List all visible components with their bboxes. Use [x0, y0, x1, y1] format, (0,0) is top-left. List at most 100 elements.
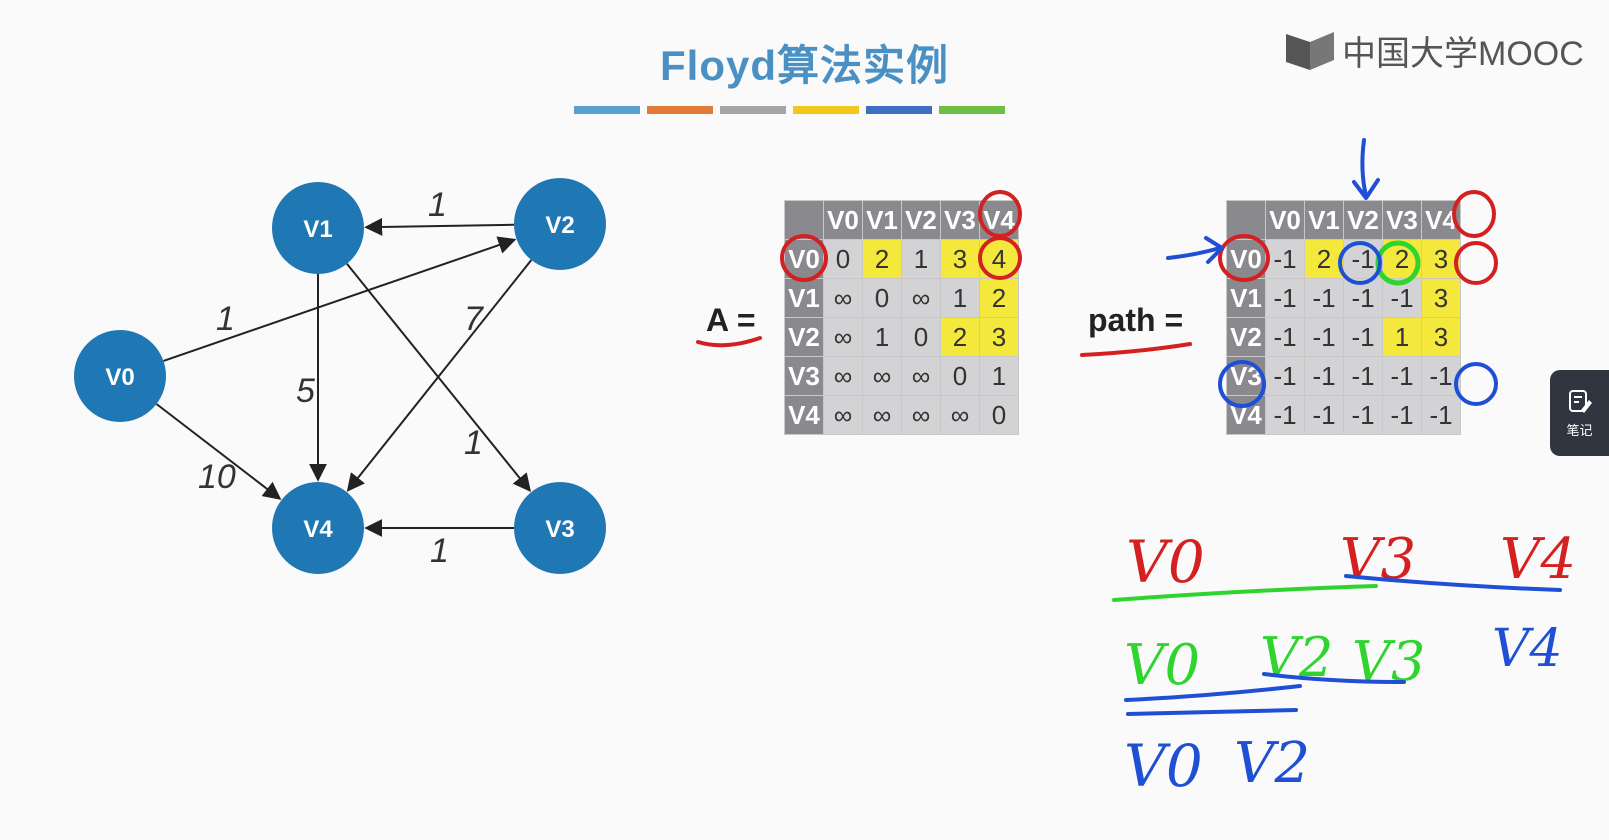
- notes-button[interactable]: 笔记: [1550, 370, 1609, 456]
- logo-text: 中国大学MOOC: [1342, 34, 1584, 73]
- ink-line3-v2: V2: [1234, 731, 1310, 796]
- matrix-cell: -1: [1304, 395, 1344, 435]
- matrix-col-header: V3: [1382, 200, 1422, 240]
- color-bar-segment: [720, 106, 786, 114]
- matrix-cell: ∞: [823, 356, 863, 396]
- edge-weight-label: 7: [464, 300, 484, 338]
- matrix-cell: -1: [1421, 395, 1461, 435]
- matrix-cell: 1: [862, 317, 902, 357]
- matrix-cell: 1: [979, 356, 1019, 396]
- edge-v1-v3: [346, 263, 531, 493]
- matrix-corner: [784, 200, 824, 240]
- matrix-cell: 2: [979, 278, 1019, 318]
- node-label: V3: [545, 516, 574, 543]
- matrix-col-header: V2: [1343, 200, 1383, 240]
- matrix-cell: ∞: [940, 395, 980, 435]
- matrix-cell: -1: [1265, 317, 1305, 357]
- node-label: V4: [303, 516, 333, 543]
- matrix-cell: ∞: [823, 395, 863, 435]
- notes-button-label: 笔记: [1566, 422, 1593, 438]
- matrix-col-header: V2: [901, 200, 941, 240]
- edge-v0-v4: [155, 403, 282, 500]
- matrix-row-header: V2: [1226, 317, 1266, 357]
- edge-weight-label: 5: [296, 372, 315, 410]
- matrix-cell: 3: [1421, 239, 1461, 279]
- matrix-cell: 0: [940, 356, 980, 396]
- ink-line1-v0: V0: [1126, 528, 1205, 596]
- edge-v2-v1: [364, 217, 515, 236]
- edge-v0-v2: [163, 236, 517, 362]
- matrix-row-header: V4: [1226, 395, 1266, 435]
- matrix-cell: -1: [1343, 395, 1383, 435]
- node-v2: [514, 178, 606, 270]
- page-title: Floyd算法实例: [660, 42, 949, 89]
- matrix-cell: 0: [901, 317, 941, 357]
- node-label: V1: [303, 216, 332, 243]
- matrix-row-header: V1: [1226, 278, 1266, 318]
- ink-line3-v0: V0: [1124, 732, 1203, 800]
- color-bar-segment: [793, 106, 859, 114]
- matrix-cell: ∞: [823, 278, 863, 318]
- edge-weight-label: 10: [198, 458, 236, 496]
- matrix-col-header: V3: [940, 200, 980, 240]
- matrix-cell: ∞: [901, 395, 941, 435]
- edge-weight-label: 1: [216, 300, 235, 338]
- note-edit-icon: [1568, 389, 1592, 413]
- node-v0: [74, 330, 166, 422]
- node-v1: [272, 182, 364, 274]
- mooc-logo: 中国大学MOOC: [1284, 26, 1584, 74]
- matrix-cell: -1: [1304, 356, 1344, 396]
- matrix-col-header: V1: [862, 200, 902, 240]
- node-label: V0: [105, 364, 134, 391]
- edge-weight-label: 1: [428, 186, 447, 224]
- color-bar-segment: [574, 106, 640, 114]
- matrix-cell: -1: [1382, 395, 1422, 435]
- matrix-cell: ∞: [901, 278, 941, 318]
- mooc-book-icon: [1286, 32, 1334, 70]
- matrix-a-label: A =: [706, 302, 756, 338]
- matrix-cell: 2: [862, 239, 902, 279]
- matrix-cell: 0: [979, 395, 1019, 435]
- matrix-cell: 3: [940, 239, 980, 279]
- matrix-cell: -1: [1265, 356, 1305, 396]
- matrix-cell: -1: [1421, 356, 1461, 396]
- node-label: V2: [545, 212, 574, 239]
- matrix-cell: ∞: [862, 395, 902, 435]
- matrix-col-header: V0: [823, 200, 863, 240]
- ink-line1-v4: V4: [1500, 527, 1576, 592]
- matrix-col-header: V1: [1304, 200, 1344, 240]
- matrix-cell: 0: [862, 278, 902, 318]
- matrix-path-label: path =: [1088, 302, 1184, 338]
- matrix-cell: ∞: [823, 317, 863, 357]
- matrix-cell: -1: [1382, 356, 1422, 396]
- matrix-cell: -1: [1343, 278, 1383, 318]
- matrix-row-header: V2: [784, 317, 824, 357]
- matrix-row-header: V3: [784, 356, 824, 396]
- matrix-cell: -1: [1343, 317, 1383, 357]
- ink-line2-v4: V4: [1492, 619, 1563, 679]
- matrix-cell: 2: [1304, 239, 1344, 279]
- matrix-cell: ∞: [901, 356, 941, 396]
- matrix-cell: -1: [1265, 278, 1305, 318]
- edge-weight-label: 1: [464, 424, 483, 462]
- color-bar-segment: [866, 106, 932, 114]
- color-bar-segment: [647, 106, 713, 114]
- ink-line2-v0: V0: [1124, 633, 1200, 698]
- matrix-row-header: V4: [784, 395, 824, 435]
- matrix-cell: 1: [1382, 317, 1422, 357]
- edge-weight-label: 1: [430, 532, 449, 570]
- matrix-cell: -1: [1304, 317, 1344, 357]
- matrix-row-header: V0: [784, 239, 824, 279]
- color-bar-segment: [939, 106, 1005, 114]
- matrix-cell: -1: [1265, 239, 1305, 279]
- matrix-cell: ∞: [862, 356, 902, 396]
- matrix-row-header: V0: [1226, 239, 1266, 279]
- node-v3: [514, 482, 606, 574]
- matrix-cell: -1: [1343, 356, 1383, 396]
- matrix-cell: 3: [1421, 278, 1461, 318]
- matrix-cell: 0: [823, 239, 863, 279]
